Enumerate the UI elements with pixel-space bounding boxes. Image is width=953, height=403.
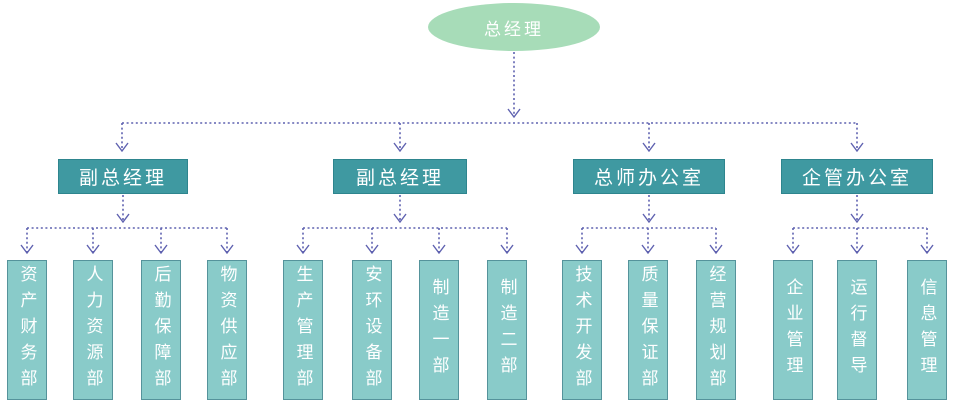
node-deputy-gm-2: 副总经理 xyxy=(333,159,467,194)
node-dept-manufacturing-1: 制造一部 xyxy=(419,260,459,400)
node-dept-enterprise-mgmt: 企业管理 xyxy=(773,260,813,400)
node-dept-manufacturing-2: 制造二部 xyxy=(487,260,527,400)
node-dept-quality-assurance: 质量保证部 xyxy=(628,260,668,400)
node-dept-human-resources: 人力资源部 xyxy=(73,260,113,400)
node-dept-logistics-support: 后勤保障部 xyxy=(141,260,181,400)
node-deputy-gm-1: 副总经理 xyxy=(58,159,188,194)
node-dept-tech-development: 技术开发部 xyxy=(562,260,602,400)
node-enterprise-mgmt-office: 企管办公室 xyxy=(781,159,933,194)
node-dept-material-supply: 物资供应部 xyxy=(207,260,247,400)
node-dept-safety-equipment: 安环设备部 xyxy=(352,260,392,400)
node-dept-operation-supervision: 运行督导 xyxy=(837,260,877,400)
node-dept-production-mgmt: 生产管理部 xyxy=(283,260,323,400)
node-chief-engineer-office: 总师办公室 xyxy=(573,159,725,194)
node-dept-information-mgmt: 信息管理 xyxy=(907,260,947,400)
node-dept-operation-planning: 经营规划部 xyxy=(696,260,736,400)
node-dept-asset-finance: 资产财务部 xyxy=(7,260,47,400)
node-general-manager: 总经理 xyxy=(428,3,600,51)
